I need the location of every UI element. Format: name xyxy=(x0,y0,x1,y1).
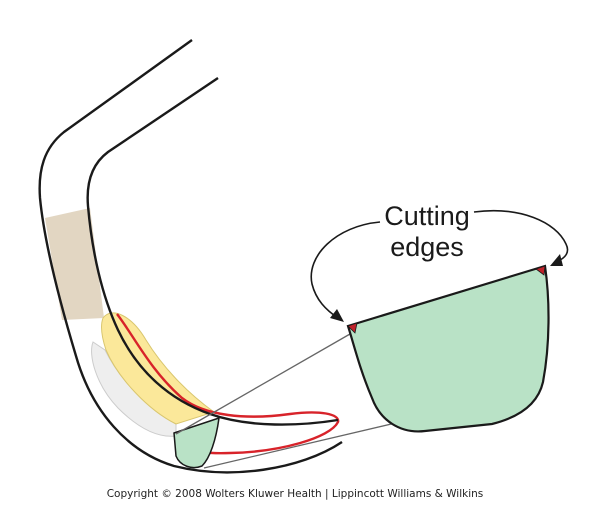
blade-tip-cross-section xyxy=(173,416,220,469)
label-edges: edges xyxy=(390,232,464,262)
shank-band xyxy=(45,208,104,320)
shank-outer-outline xyxy=(38,39,343,474)
cutting-edge-marker-right xyxy=(535,265,546,276)
shank-inner-outline xyxy=(86,77,339,426)
arrowhead-right-icon xyxy=(550,254,563,266)
magnified-blade-cross-section xyxy=(346,264,550,433)
leader-line-lower xyxy=(203,420,405,469)
blade-red-edge xyxy=(116,313,340,455)
cutting-edge-marker-left xyxy=(347,322,358,334)
arrow-to-left-cutting-edge xyxy=(310,221,381,319)
copyright-notice: Copyright © 2008 Wolters Kluwer Health |… xyxy=(107,488,484,500)
arrowhead-left-icon xyxy=(330,309,344,322)
leader-line-upper xyxy=(175,333,351,435)
arrow-to-right-cutting-edge xyxy=(473,210,569,263)
label-cutting: Cutting xyxy=(384,201,470,231)
